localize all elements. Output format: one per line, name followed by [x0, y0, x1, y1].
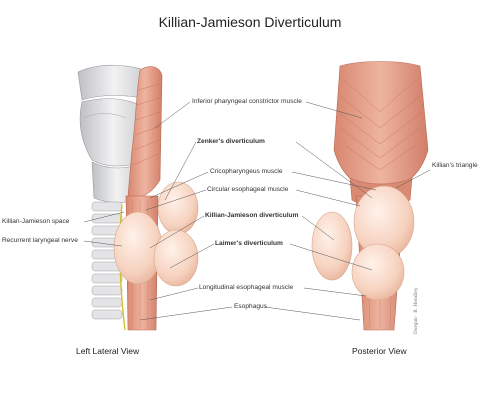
label-killian-jamieson-diverticulum: Killian-Jamieson diverticulum: [205, 212, 298, 220]
posterior-view: [312, 62, 428, 331]
label-esophagus: Esophagus: [234, 303, 267, 311]
killian-jamieson-sac-posterior: [312, 212, 352, 280]
pharynx-posterior: [334, 62, 428, 191]
caption-left-lateral-view: Left Lateral View: [76, 346, 139, 356]
label-killians-triangle: Killian's triangle: [432, 162, 478, 170]
artist-signature: Dorgan · B. Hendley: [414, 288, 419, 334]
left-lateral-view: [78, 65, 198, 330]
label-circular-esophageal: Circular esophageal muscle: [207, 186, 288, 194]
laimers-sac-posterior: [352, 244, 404, 300]
label-inferior-pharyngeal-constrictor: Inferior pharyngeal constrictor muscle: [192, 98, 302, 106]
label-longitudinal-esophageal: Longitudinal esophageal muscle: [199, 284, 293, 292]
label-recurrent-laryngeal-nerve: Recurrent laryngeal nerve: [2, 237, 78, 245]
label-laimers-diverticulum: Laimer's diverticulum: [215, 240, 283, 248]
caption-posterior-view: Posterior View: [352, 346, 407, 356]
killian-jamieson-sac-left: [114, 212, 162, 284]
zenkers-sac-left: [158, 182, 198, 234]
label-zenkers-diverticulum: Zenker's diverticulum: [197, 138, 265, 146]
label-killian-jamieson-space: Killian-Jamieson space: [2, 218, 69, 226]
label-cricopharyngeus: Cricopharyngeus muscle: [210, 168, 283, 176]
laimers-sac-left: [154, 230, 198, 286]
